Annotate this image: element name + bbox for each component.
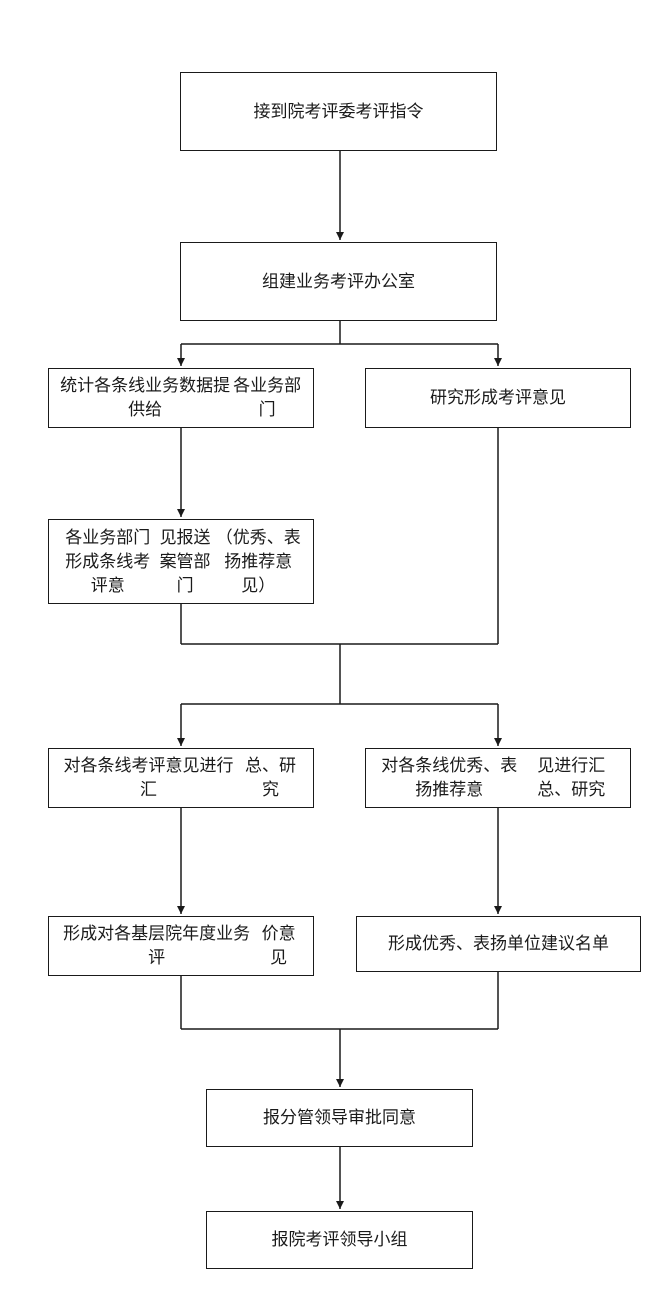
step-form-office: 组建业务考评办公室	[180, 242, 497, 321]
node-text: 报分管领导审批同意	[263, 1108, 416, 1128]
step-receive-instruction: 接到院考评委考评指令	[180, 72, 497, 151]
node-text: 报院考评领导小组	[271, 1230, 408, 1250]
node-text: 形成对各基层院年度业务评	[63, 924, 251, 968]
step-leader-approval: 报分管领导审批同意	[206, 1089, 473, 1147]
step-commendation-list: 形成优秀、表扬单位建议名单	[356, 916, 641, 972]
node-text: 形成优秀、表扬单位建议名单	[388, 934, 609, 954]
step-report-group: 报院考评领导小组	[206, 1211, 473, 1269]
step-summarize-opinions: 对各条线考评意见进行汇 总、研究	[48, 748, 314, 808]
node-text: 对各条线优秀、表扬推荐意	[381, 756, 518, 800]
step-collect-data: 统计各条线业务数据提供给 各业务部门	[48, 368, 314, 428]
node-text: 总、研究	[244, 756, 296, 800]
step-research-opinion: 研究形成考评意见	[365, 368, 631, 428]
node-text: 接到院考评委考评指令	[253, 101, 424, 122]
node-text: 统计各条线业务数据提供给	[60, 376, 231, 420]
node-text: 见报送案管部门	[159, 527, 211, 596]
step-summarize-recommendations: 对各条线优秀、表扬推荐意 见进行汇总、研究	[365, 748, 631, 808]
step-department-opinion: 各业务部门形成条线考评意 见报送案管部门 （优秀、表扬推荐意见）	[48, 519, 314, 604]
node-text: 见进行汇总、研究	[537, 756, 606, 800]
node-text: 价意见	[261, 924, 296, 968]
node-text: 各业务部门	[233, 376, 302, 420]
node-text: 组建业务考评办公室	[262, 271, 415, 292]
node-text: 各业务部门形成条线考评意	[65, 527, 151, 596]
node-text: 对各条线考评意见进行汇	[63, 756, 234, 800]
node-text: 研究形成考评意见	[430, 388, 566, 408]
node-text: （优秀、表扬推荐意见）	[215, 527, 301, 596]
step-evaluation-result: 形成对各基层院年度业务评 价意见	[48, 916, 314, 976]
